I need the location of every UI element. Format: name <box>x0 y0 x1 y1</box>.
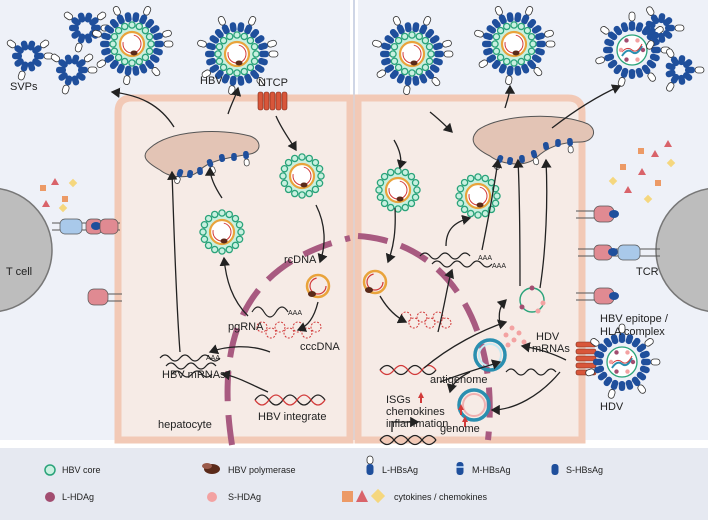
hla-right-1 <box>576 205 619 223</box>
hbv-capsid-left-entry <box>279 153 325 199</box>
label-tcr: TCR <box>636 266 659 278</box>
t-cell-right <box>655 188 708 312</box>
legend-m-hbsag: M-HBsAg <box>472 465 511 475</box>
svp-sphere-3 <box>50 53 98 95</box>
cytokines-left <box>40 178 78 213</box>
hbv-capsid-left-assembled <box>199 209 245 255</box>
label-ntcp: NTCP <box>258 77 288 89</box>
hbv-virion-right-capsid <box>389 31 435 77</box>
label-inflammation: inflammation <box>386 418 448 430</box>
label-t-cell: T cell <box>6 266 32 278</box>
label-epitope-1: HBV epitope / <box>600 313 669 325</box>
label-aaa-right-2: AAA <box>492 263 506 270</box>
hbv-virion-entering <box>197 16 279 96</box>
hbv-mrna-right-1 <box>419 252 471 260</box>
hbv-mrna-right-2 <box>431 260 493 268</box>
hdv-antigenome-ring <box>473 338 507 372</box>
label-hdv-mrnas-2: mRNAs <box>532 343 570 355</box>
hdv-mrna-strand <box>505 368 557 376</box>
rcdna-circle-left <box>305 273 331 299</box>
legend-panel <box>0 448 708 520</box>
hla-right-2 <box>576 287 619 305</box>
label-hdv: HDV <box>600 401 624 413</box>
label-rcdna: rcDNA <box>284 254 317 266</box>
hbv-virion-secreted-capsid <box>109 21 155 67</box>
er-golgi-right <box>472 115 595 165</box>
t-cell-left <box>0 188 53 312</box>
hbv-virion-right-secreted <box>474 6 556 86</box>
label-hdv-mrnas-1: HDV <box>536 331 560 343</box>
hbv-virion-right-secreted-envelope <box>474 6 556 86</box>
transcription-mark <box>379 416 437 446</box>
legend-m-hbsag-icon <box>456 462 464 475</box>
hdv-virion-entering <box>585 323 661 399</box>
legend-cytokine-diamond-icon <box>370 488 386 504</box>
label-hbv-mrnas: HBV mRNAs <box>162 369 226 381</box>
label-chemokines: chemokines <box>386 406 445 418</box>
hbv-virion-right-secreted-capsid <box>491 21 537 67</box>
label-svps: SVPs <box>10 81 38 93</box>
hbv-virion-secreted-envelope <box>92 6 174 86</box>
legend-cytokine-triangle-icon <box>356 490 368 502</box>
lifecycle-arrows <box>110 84 622 416</box>
tcr-hla-right <box>578 244 660 261</box>
legend-cytokines: cytokines / chemokines <box>394 492 488 502</box>
hbv-virion-right-envelope <box>372 16 454 96</box>
hbv-virion-secreted <box>92 6 174 86</box>
label-cccdna: cccDNA <box>300 341 340 353</box>
hbv-virion-entering-capsid <box>214 31 260 77</box>
hla-left <box>87 288 122 306</box>
svp-sphere-right-1 <box>645 6 685 50</box>
legend-s-hdag: S-HDAg <box>228 492 261 502</box>
legend-s-hbsag: S-HBsAg <box>566 465 603 475</box>
nucleus-left <box>224 235 351 446</box>
svp-sphere-1 <box>6 39 54 81</box>
legend-s-hbsag-icon <box>551 464 559 475</box>
hdv-rnp <box>519 285 546 314</box>
hdag-cluster <box>503 325 527 348</box>
hbv-capsid-right-assembled <box>455 173 501 219</box>
hbv-mrna-strand-3 <box>171 370 213 378</box>
hbv-virion-right <box>372 16 454 96</box>
legend-s-hdag-icon <box>207 492 217 502</box>
legend-hbv-core-icon <box>44 464 56 476</box>
label-antigenome: antigenome <box>430 374 488 386</box>
label-aaa-pgrna: AAA <box>288 310 302 317</box>
label-aaa-right-1: AAA <box>478 255 492 262</box>
nucleus-right <box>357 233 493 441</box>
label-isgs: ISGs <box>386 394 411 406</box>
legend-l-hdag: L-HDAg <box>62 492 94 502</box>
svp-sphere-right-2 <box>665 48 705 92</box>
label-hbv: HBV <box>200 75 223 87</box>
legend-hbv-polymerase: HBV polymerase <box>228 465 296 475</box>
hbv-integrate-dna <box>254 394 326 406</box>
legend-l-hdag-icon <box>45 492 55 502</box>
label-genome: genome <box>440 423 480 435</box>
legend-cytokine-square-icon <box>342 491 353 502</box>
tcr-hla-left <box>52 218 120 235</box>
er-golgi-left <box>144 131 260 178</box>
label-epitope-2: HLA complex <box>600 326 665 338</box>
hdv-genome-ring <box>457 388 491 422</box>
label-pgrna: pgRNA <box>228 321 264 333</box>
label-aaa-mrna: AAA <box>206 355 220 362</box>
legend-l-hbsag: L-HBsAg <box>382 465 418 475</box>
rcdna-circle-right <box>362 269 388 295</box>
hbv-mrna-strand-1 <box>159 354 221 362</box>
label-hbv-integrate: HBV integrate <box>258 411 326 423</box>
legend-l-hbsag-icon <box>366 455 374 475</box>
ntcp-receptor <box>257 91 288 111</box>
legend: HBV core HBV polymerase L-HBsAg M-HBsAg … <box>44 455 603 504</box>
label-hepatocyte: hepatocyte <box>158 419 212 431</box>
hbv-virion-entering-envelope <box>197 16 279 96</box>
hdv-virion-entering-envelope <box>585 323 661 399</box>
hbv-mrna-strand-2 <box>165 362 217 370</box>
hbv-capsid-right-entry <box>375 167 421 213</box>
legend-hbv-core: HBV core <box>62 465 101 475</box>
upregulation-arrows <box>418 392 468 427</box>
pgrna-strand <box>251 306 289 318</box>
